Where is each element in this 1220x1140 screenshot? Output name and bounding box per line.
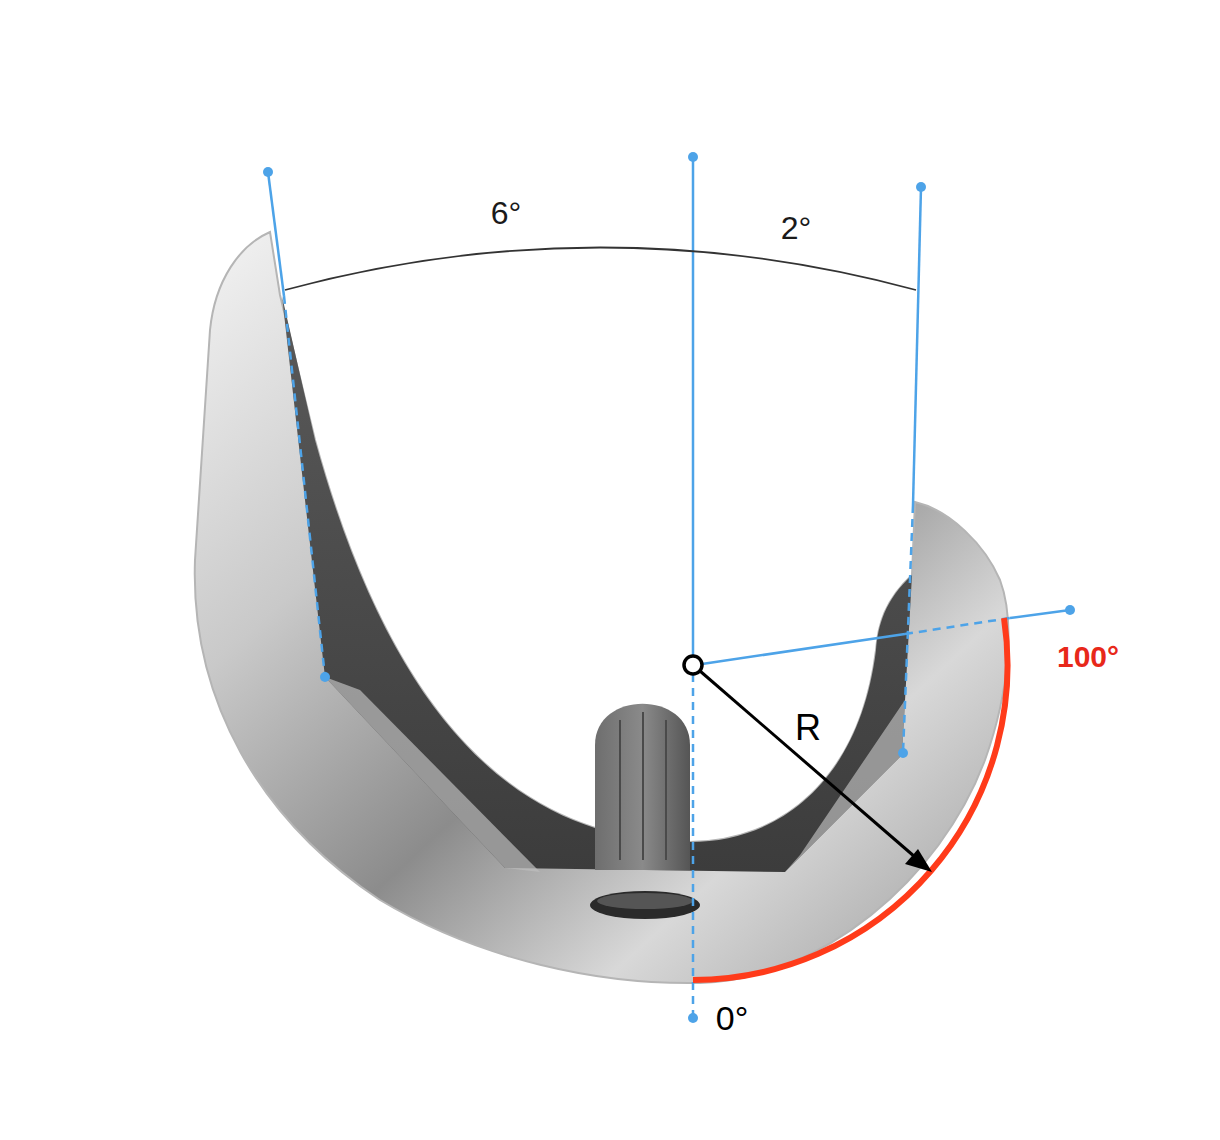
peg-groove <box>619 720 621 860</box>
peg-groove <box>642 712 644 860</box>
fixation-peg <box>595 704 690 870</box>
arrowhead <box>905 849 932 872</box>
chamfer-highlight <box>785 700 905 872</box>
angle-label: 2° <box>781 212 812 244</box>
center-point <box>684 656 702 674</box>
radius-arrow <box>700 671 915 857</box>
reference-lines <box>268 157 1070 1018</box>
angle-arc <box>285 248 916 291</box>
angle-label: 6° <box>491 197 522 229</box>
screw-head <box>590 891 700 919</box>
zero-angle-label: 0° <box>716 1001 749 1035</box>
reference-dots <box>263 152 1075 1023</box>
femoral-component <box>195 232 1009 983</box>
peg-groove <box>665 720 667 860</box>
radius-label: R <box>795 710 821 746</box>
screw-head <box>597 893 693 909</box>
arc-angle-label: 100° <box>1057 642 1119 672</box>
bone-cut-surface <box>282 296 912 872</box>
chamfer-highlight <box>325 677 540 872</box>
radius-arc <box>693 618 1008 980</box>
